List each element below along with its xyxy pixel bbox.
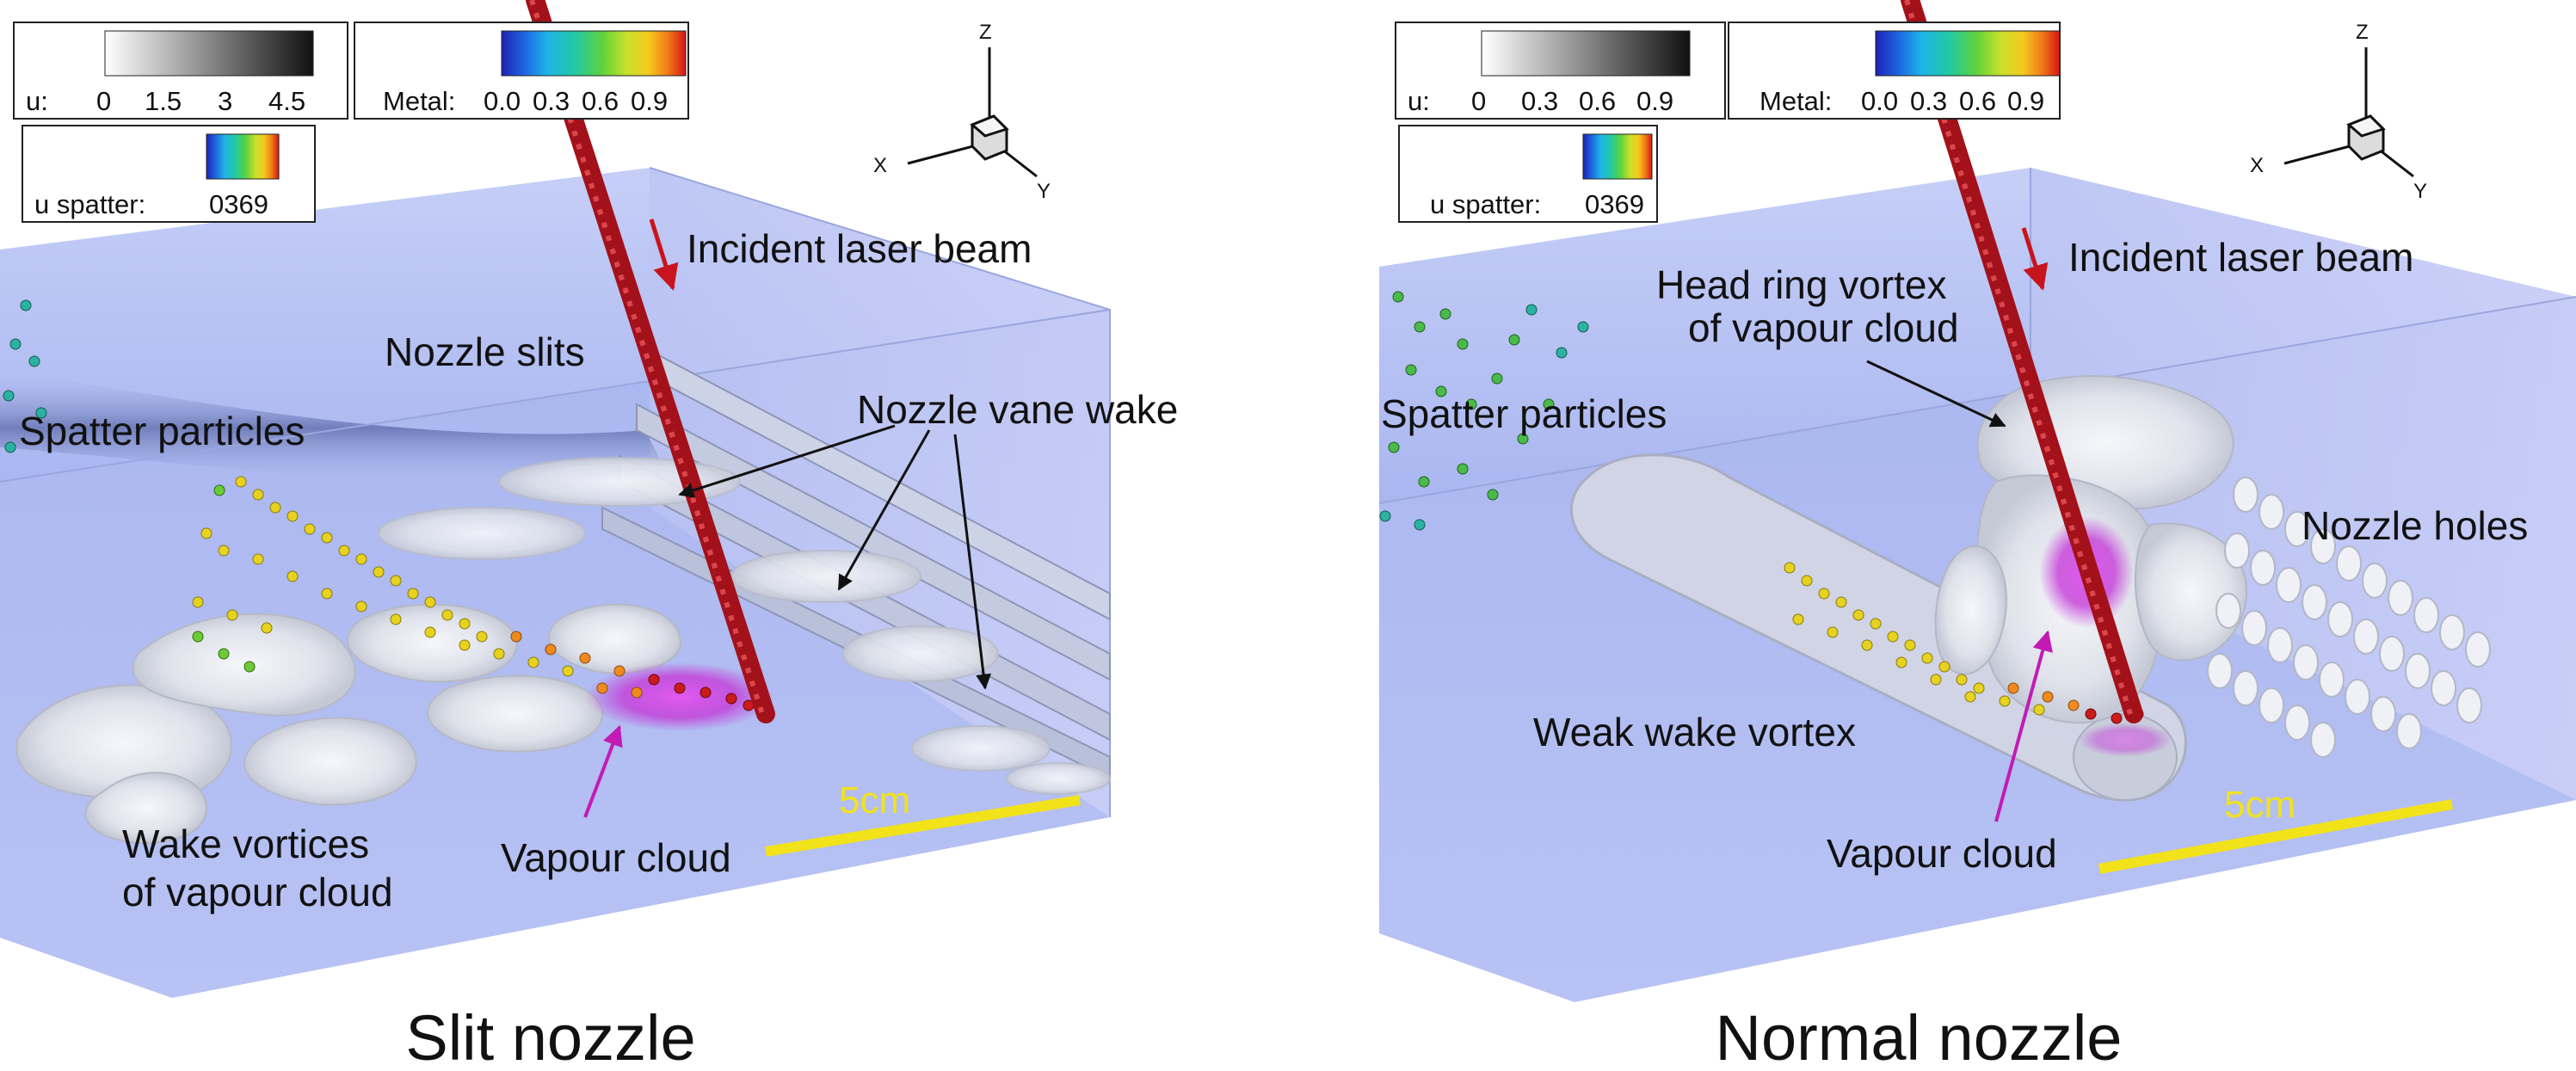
panel-title-normal: Normal nozzle <box>1716 1002 2123 1071</box>
laser-arrow <box>649 219 679 291</box>
scale-bar-label: 5cm <box>839 779 910 822</box>
panel-title-slit: Slit nozzle <box>405 1002 695 1071</box>
svg-text:0.9: 0.9 <box>1636 86 1673 116</box>
slit-nozzle-panel: 5cm Incident laser beam Nozzle slits Noz… <box>0 0 1178 1071</box>
legend-spatter: u spatter: 0369 <box>1398 125 1658 223</box>
svg-text:0369: 0369 <box>209 189 268 219</box>
anno-wake-line2: of vapour cloud <box>122 870 393 914</box>
svg-text:u:: u: <box>26 86 48 116</box>
axis-triad <box>2283 47 2414 178</box>
svg-text:u spatter:: u spatter: <box>34 189 145 219</box>
legend-u: u: 0 0.3 0.6 0.9 <box>1395 22 1726 120</box>
axis-y-label: Y <box>1037 180 1051 203</box>
svg-text:0.3: 0.3 <box>533 86 570 116</box>
spatter-particles <box>3 299 755 711</box>
nozzle-holes <box>2207 477 2491 758</box>
svg-text:0.6: 0.6 <box>1959 86 1996 116</box>
dark-band <box>0 370 671 487</box>
svg-text:u spatter:: u spatter: <box>1430 189 1541 219</box>
svg-text:u:: u: <box>1408 86 1430 116</box>
anno-holes: Nozzle holes <box>2302 503 2528 548</box>
head-ring-arrow <box>1866 360 2006 428</box>
svg-text:4.5: 4.5 <box>268 86 305 116</box>
anno-weak-wake: Weak wake vortex <box>1533 710 1856 754</box>
axis-triad <box>907 47 1038 178</box>
annotation-arrows <box>678 424 992 690</box>
svg-text:0: 0 <box>96 86 111 116</box>
svg-text:0.3: 0.3 <box>1910 86 1947 116</box>
svg-text:0: 0 <box>1471 86 1486 116</box>
anno-slits: Nozzle slits <box>385 329 585 374</box>
anno-laser: Incident laser beam <box>2068 235 2413 280</box>
anno-head-line2: of vapour cloud <box>1688 305 1959 350</box>
svg-text:1.5: 1.5 <box>145 86 182 116</box>
vapour-cloud <box>585 662 774 731</box>
svg-text:0.9: 0.9 <box>2007 86 2044 116</box>
axis-x-label: X <box>2250 154 2264 177</box>
vapour-arrow <box>583 724 623 818</box>
wake-vortices-isosurfaces <box>15 603 682 844</box>
svg-text:0.9: 0.9 <box>631 86 668 116</box>
normal-nozzle-panel: 5cm Incident laser beam Head ring vortex… <box>1378 0 2576 1071</box>
axis-x-label: X <box>873 154 887 177</box>
anno-wake-line1: Wake vortices <box>122 822 369 866</box>
svg-text:0.6: 0.6 <box>582 86 619 116</box>
legend-metal: Metal: 0.0 0.3 0.6 0.9 <box>1728 22 2061 120</box>
anno-laser: Incident laser beam <box>687 226 1032 271</box>
domain-edge <box>0 167 1111 817</box>
vapour-arrow <box>1994 630 2053 822</box>
spatter-particles <box>1379 291 2144 724</box>
anno-spatter: Spatter particles <box>19 409 305 453</box>
axis-z-label: Z <box>2356 21 2369 44</box>
vapour-cloud-base <box>2078 723 2172 757</box>
svg-text:0.6: 0.6 <box>1579 86 1616 116</box>
anno-head-line1: Head ring vortex <box>1656 262 1947 307</box>
scale-bar-label: 5cm <box>2224 784 2296 826</box>
scale-bar <box>2098 799 2454 874</box>
laser-arrow <box>2021 227 2049 291</box>
svg-text:0369: 0369 <box>1585 189 1644 219</box>
anno-spatter: Spatter particles <box>1381 391 1667 436</box>
svg-text:3: 3 <box>218 86 232 116</box>
svg-text:0.0: 0.0 <box>484 86 521 116</box>
svg-text:0.0: 0.0 <box>1861 86 1898 116</box>
svg-text:Metal:: Metal: <box>383 86 455 116</box>
svg-text:Metal:: Metal: <box>1759 86 1832 116</box>
legend-spatter: u spatter: 0369 <box>22 125 316 223</box>
anno-vapour: Vapour cloud <box>1827 831 2057 876</box>
legend-metal: Metal: 0.0 0.3 0.6 0.9 <box>354 22 689 120</box>
anno-vapour: Vapour cloud <box>501 835 731 880</box>
axis-y-label: Y <box>2413 180 2427 203</box>
svg-text:0.3: 0.3 <box>1521 86 1558 116</box>
anno-vane-wake: Nozzle vane wake <box>857 387 1178 432</box>
axis-z-label: Z <box>979 21 992 44</box>
legend-u: u: 0 1.5 3 4.5 <box>13 22 348 120</box>
scale-bar <box>765 795 1081 857</box>
domain-side-face <box>2031 168 2576 800</box>
